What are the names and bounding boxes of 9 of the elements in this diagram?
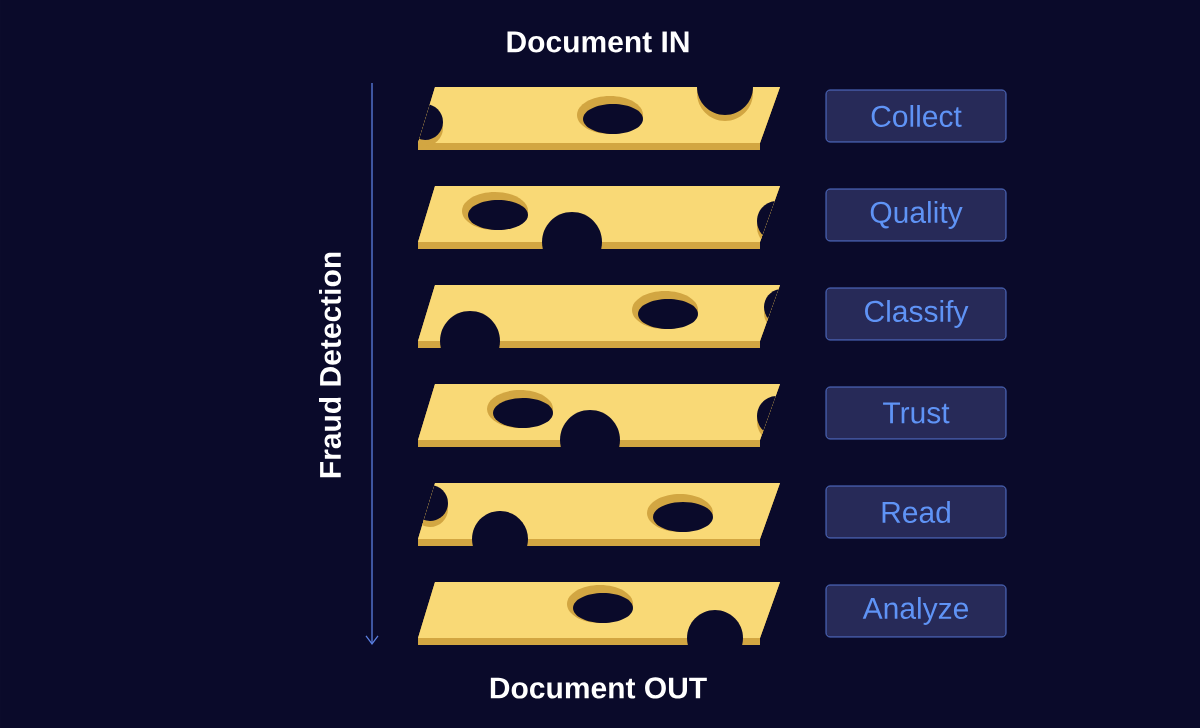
heading: Document OUT [490, 677, 707, 699]
heading: Document IN [507, 31, 689, 53]
step-box: Classify [825, 287, 1007, 341]
step-box: Collect [825, 89, 1007, 143]
step-box: Read [825, 485, 1007, 539]
axis-label: Fraud Detection [319, 252, 342, 478]
step-box: Analyze [825, 584, 1007, 638]
step-box: Quality [825, 188, 1007, 242]
step-box: Trust [825, 386, 1007, 440]
